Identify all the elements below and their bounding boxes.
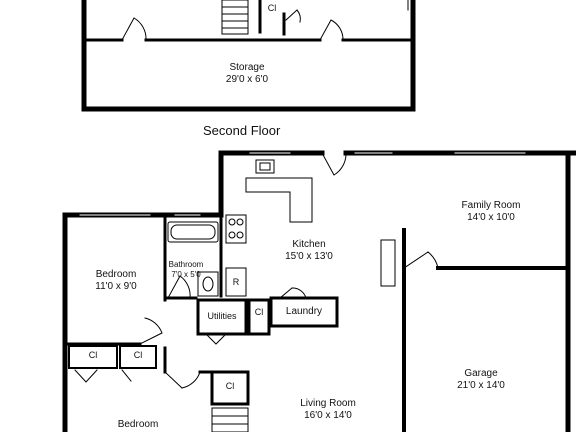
sink-icon: [202, 276, 214, 292]
door-swing: [279, 287, 307, 299]
closet-door: [74, 369, 98, 383]
upper-stairs: [221, 0, 249, 35]
door-swing: [164, 371, 201, 389]
laundry-room: [269, 296, 339, 328]
floor-title: Second Floor: [203, 123, 281, 138]
stove-icon: [236, 231, 244, 239]
closet-door: [121, 369, 132, 382]
closet-label: Cl: [133, 350, 143, 360]
upper-exterior-wall: [81, 0, 416, 112]
room-label-bedroom-2: Bedroom: [98, 419, 178, 431]
closet-label: Cl: [225, 381, 235, 391]
room-label-kitchen: Kitchen 15'0 x 13'0: [269, 239, 349, 263]
door-swing: [403, 251, 439, 269]
utilities-room: [196, 298, 248, 336]
room-label-bedroom: Bedroom 11'0 x 9'0: [76, 269, 156, 293]
room-dimensions: 14'0 x 10'0: [467, 212, 515, 223]
door-swing: [205, 333, 227, 345]
room-name: Bathroom: [168, 260, 204, 269]
door-swing: [139, 317, 163, 345]
door-swing: [321, 152, 347, 176]
room-dimensions: 15'0 x 13'0: [285, 251, 333, 262]
room-label-bathroom: Bathroom 7'0 x 5'0: [164, 260, 208, 280]
lower-stairs: [211, 407, 249, 432]
exterior-wall: [218, 150, 325, 218]
room-name: Living Room: [300, 398, 356, 409]
stove-icon: [228, 231, 236, 239]
closet-label: Cl: [254, 307, 264, 317]
laundry-label: Laundry: [285, 306, 323, 317]
room-name: Storage: [229, 62, 265, 73]
room-name: Bedroom: [117, 419, 159, 430]
room-dimensions: 7'0 x 5'0: [171, 270, 201, 279]
room-name: Garage: [464, 368, 498, 379]
room-label-living-room: Living Room 16'0 x 14'0: [286, 398, 370, 422]
room-name: Family Room: [461, 200, 521, 211]
kitchen-counter: [245, 177, 313, 223]
windows: [79, 152, 526, 216]
closet-label: Cl: [88, 350, 98, 360]
bathtub-icon: [170, 224, 216, 240]
closet: [119, 345, 157, 369]
closet-door: [285, 9, 301, 23]
door-swing: [167, 275, 191, 299]
room-name: Kitchen: [292, 239, 326, 250]
sink-icon: [259, 162, 271, 171]
sink-icon: [255, 159, 275, 174]
refrigerator-label: R: [232, 277, 240, 287]
fireplace: [380, 239, 396, 287]
closet: [247, 298, 271, 336]
vanity-icon: [197, 271, 219, 297]
room-dimensions: 29'0 x 6'0: [225, 74, 269, 85]
upper-floor: [81, 0, 416, 112]
room-dimensions: 11'0 x 9'0: [95, 281, 137, 292]
door-swing: [121, 17, 147, 41]
closet: [210, 370, 250, 406]
room-dimensions: 21'0 x 14'0: [457, 380, 505, 391]
room-dimensions: 16'0 x 14'0: [304, 410, 352, 421]
stove-icon: [236, 218, 244, 226]
room-label-garage: Garage 21'0 x 14'0: [441, 368, 521, 392]
closet: [68, 345, 118, 369]
utilities-label: Utilities: [207, 311, 237, 321]
stove-icon: [228, 218, 236, 226]
closet-label: Cl: [267, 3, 277, 13]
refrigerator: [225, 267, 247, 297]
stove-icon: [225, 214, 247, 244]
exterior-wall: [62, 212, 224, 432]
second-floor: [62, 150, 576, 432]
bathtub-icon: [167, 221, 219, 243]
room-name: Bedroom: [95, 269, 137, 280]
room-label-storage: Storage 29'0 x 6'0: [207, 62, 287, 86]
room-label-family-room: Family Room 14'0 x 10'0: [446, 200, 536, 224]
door-swing: [319, 19, 344, 41]
